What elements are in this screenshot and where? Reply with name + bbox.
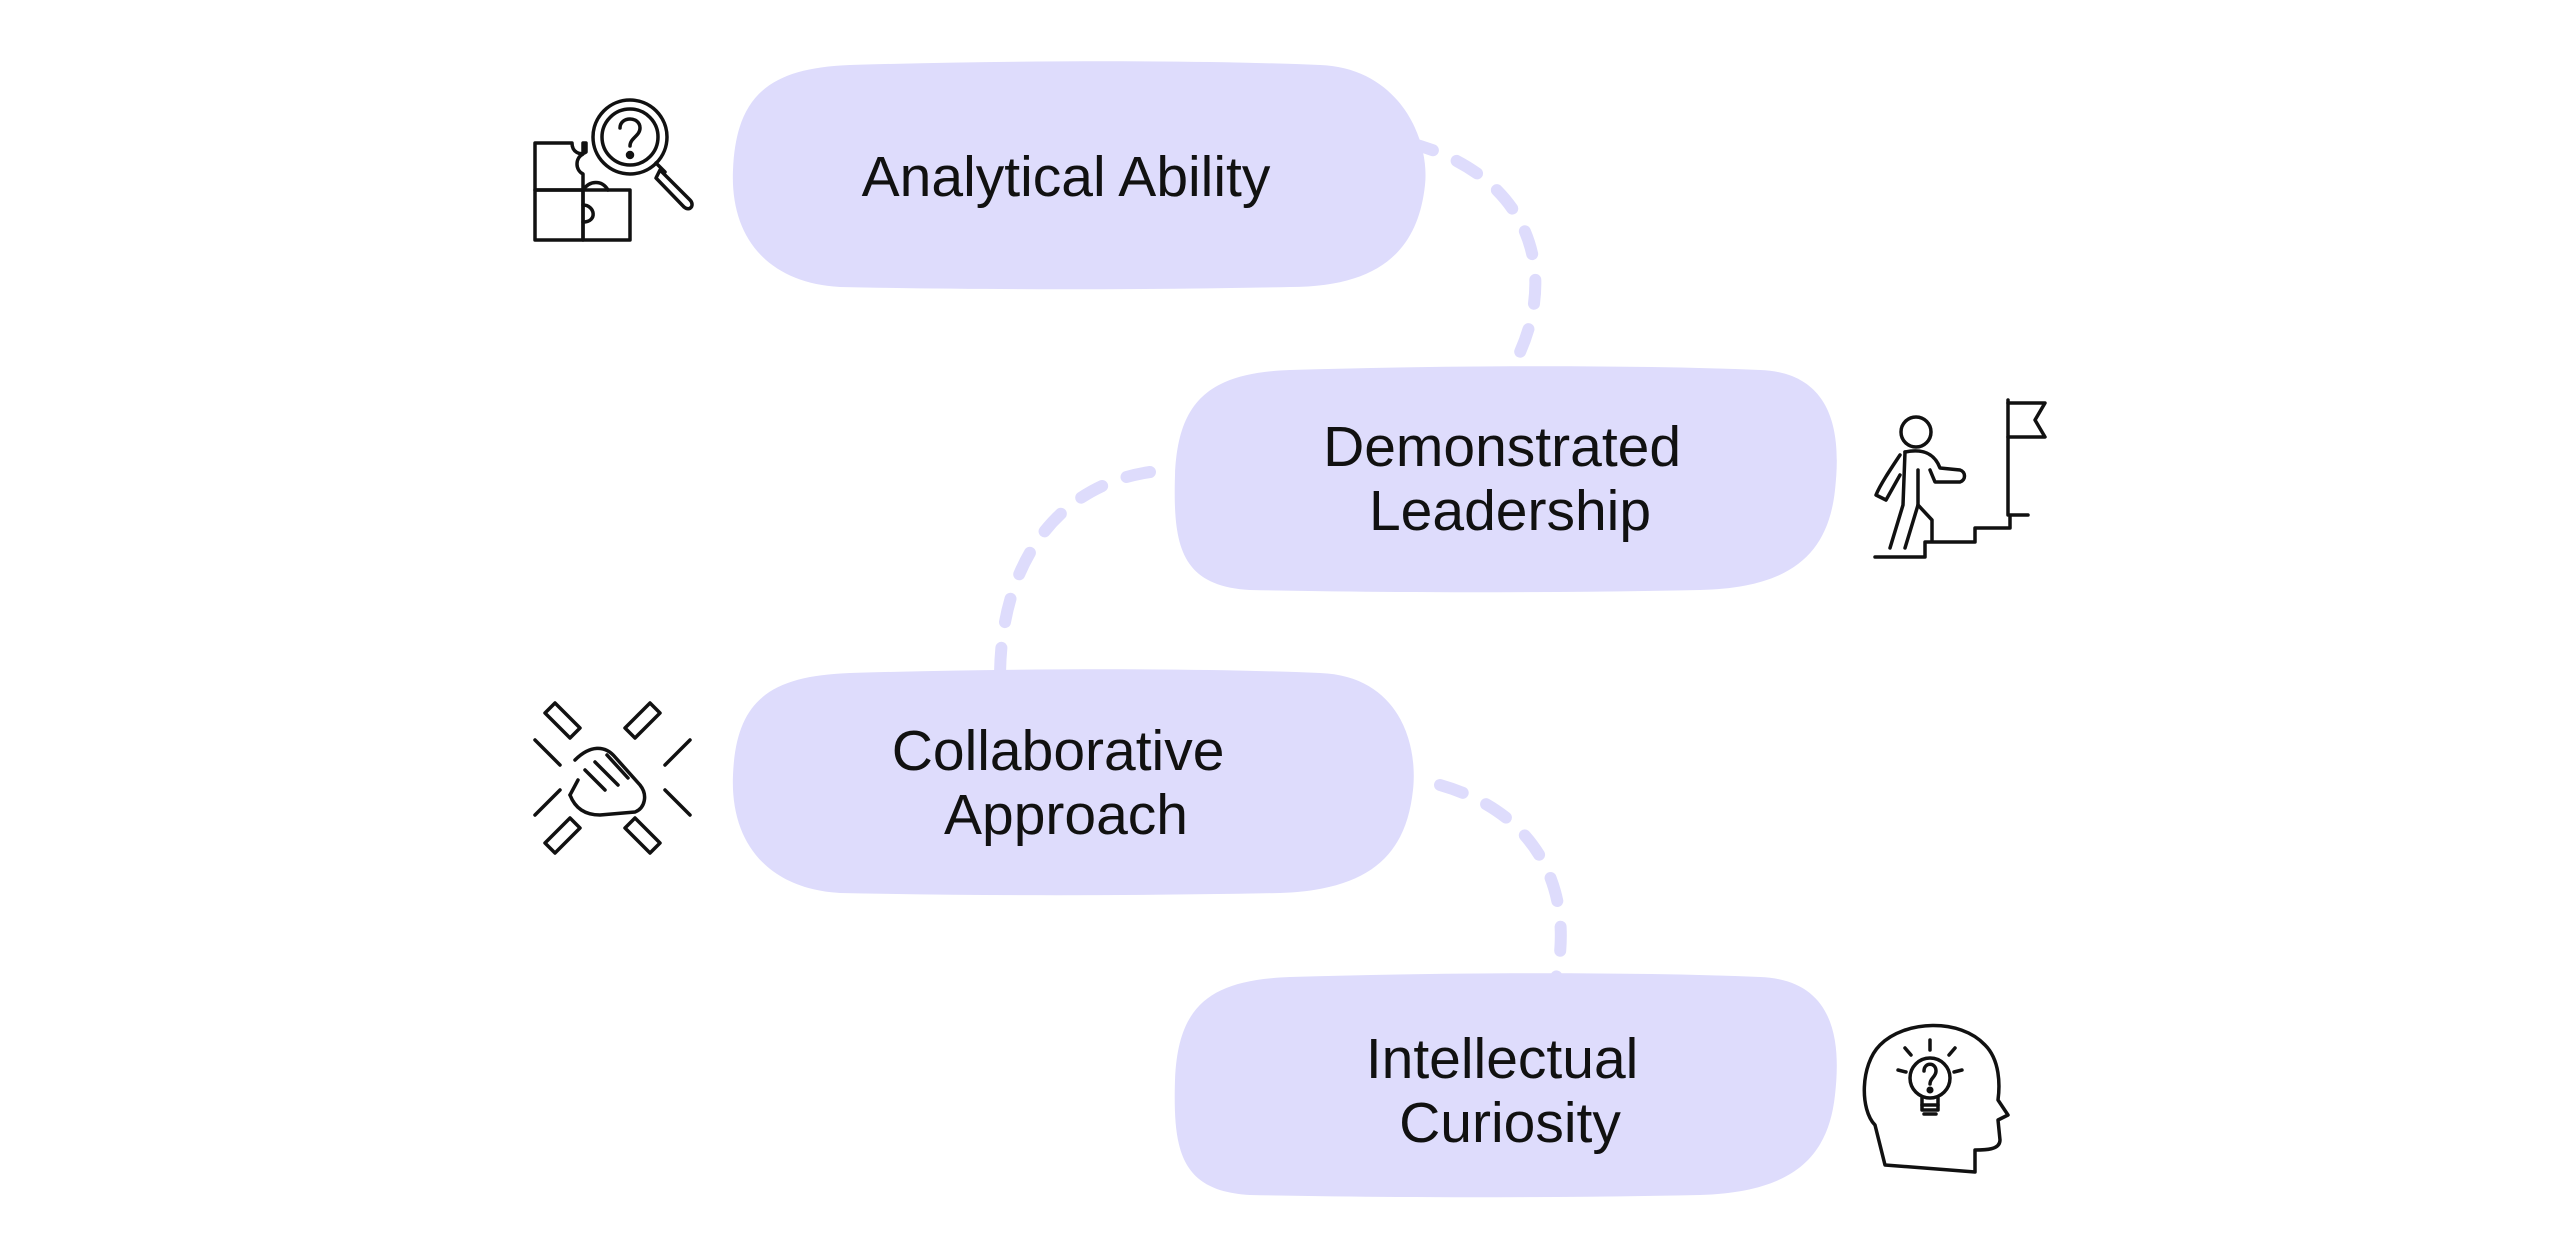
step-2: Demonstrated Leadership [1174,366,1837,593]
step-3-label: Collaborative Approach [892,719,1241,847]
step-3: Collaborative Approach [732,669,1414,896]
step-4-pill [1174,973,1837,1198]
step-4-label: Intellectual Curiosity [1366,1027,1654,1155]
climbing-stairs-flag-icon [1873,398,2047,559]
puzzle-magnifier-icon [533,98,694,242]
step-2-label: Demonstrated Leadership [1323,415,1697,543]
connector-1-2 [1404,137,1542,378]
connectors [994,137,1567,989]
step-1-pill [732,61,1426,290]
step-2-pill [1174,366,1837,593]
joined-hands-icon [533,701,692,855]
connector-3-4 [1434,779,1567,989]
connector-2-3 [994,466,1156,684]
step-4: Intellectual Curiosity [1174,973,1837,1198]
head-lightbulb-icon [1862,1023,2010,1174]
step-1: Analytical Ability [732,61,1426,290]
step-1-label: Analytical Ability [862,145,1271,209]
step-3-pill [732,669,1414,896]
